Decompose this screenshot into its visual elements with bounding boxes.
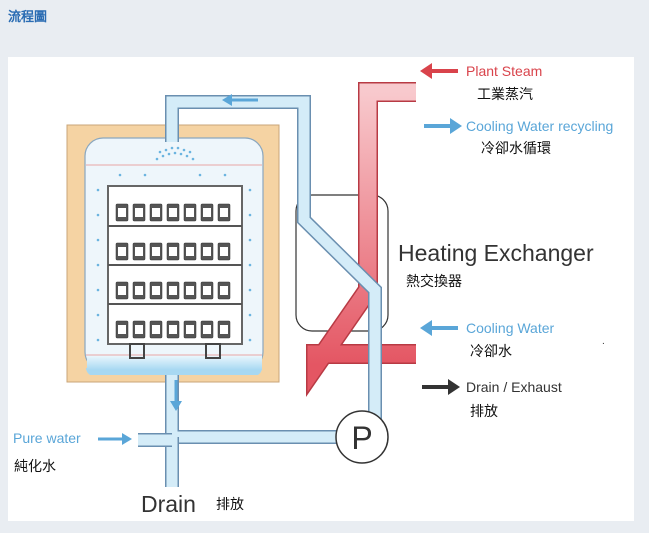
steam-pipe xyxy=(306,82,416,397)
cooling-water-label: Cooling Water xyxy=(466,320,555,336)
cooling-recycling-label: Cooling Water recycling xyxy=(466,118,613,134)
cooling-water-zh-label: 冷卻水 xyxy=(470,344,512,360)
flow-arrows xyxy=(98,63,462,445)
spray-nozzle xyxy=(155,146,195,161)
recirculation-pipe xyxy=(138,95,382,487)
cooling-recycling-zh-label: 冷卻水循環 xyxy=(481,141,551,157)
heating-exchanger-zh-label: 熱交換器 xyxy=(406,273,462,290)
drain-exhaust-label: Drain / Exhaust xyxy=(466,379,562,395)
drain-label: Drain xyxy=(141,491,196,517)
spray-droplets xyxy=(96,173,252,342)
pure-water-label: Pure water xyxy=(13,430,81,446)
plant-steam-zh-label: 工業蒸汽 xyxy=(477,87,533,103)
heating-exchanger-label: Heating Exchanger xyxy=(398,240,594,266)
pure-water-zh-label: 純化水 xyxy=(14,459,56,475)
pump-label: P xyxy=(351,420,372,456)
stray-dot: . xyxy=(602,336,605,347)
plant-steam-label: Plant Steam xyxy=(466,63,542,79)
page-title: 流程圖 xyxy=(8,10,48,25)
drain-zh-label: 排放 xyxy=(216,497,244,513)
pump-icon: P xyxy=(335,410,389,464)
drain-exhaust-zh-label: 排放 xyxy=(470,404,498,420)
product-rack xyxy=(107,185,243,359)
